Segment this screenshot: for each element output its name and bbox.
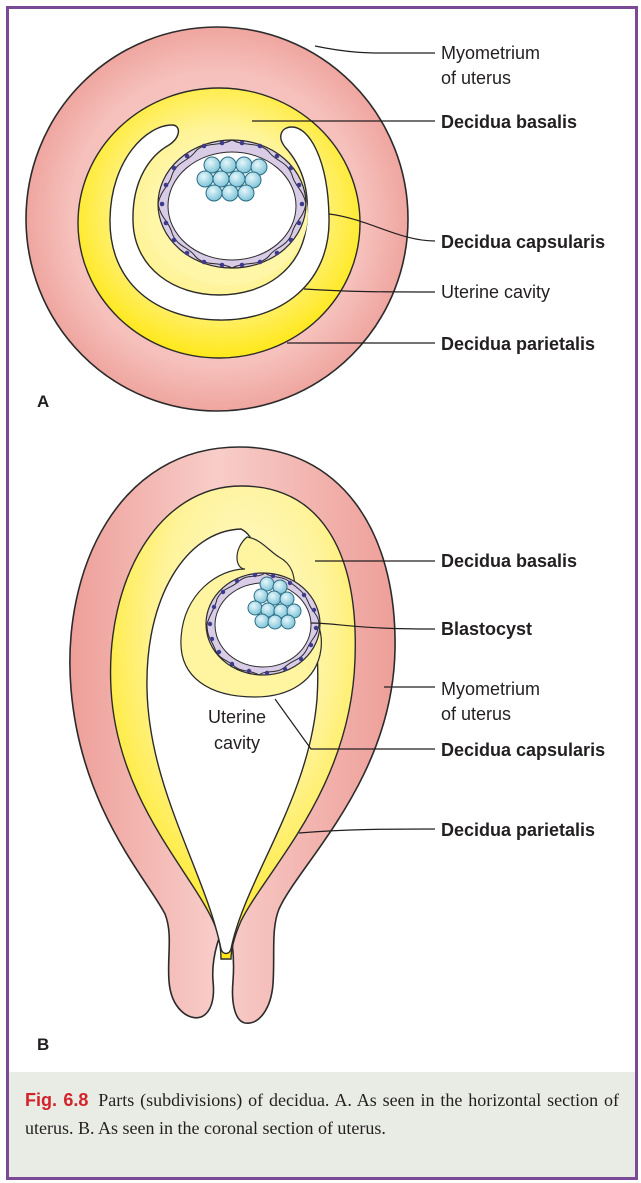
panel-letter-a: A [37,392,49,411]
figure-frame: Myometrium of uterus Decidua basalis Dec… [6,6,638,1180]
figure-caption: Fig. 6.8 Parts (subdivisions) of decidua… [9,1072,635,1177]
panel-letter-b: B [37,1035,49,1054]
label-myometrium-b-line2: of uterus [441,704,511,724]
caption-text: Parts (subdivisions) of decidua. A. As s… [25,1090,619,1138]
label-uterine-cavity-a: Uterine cavity [441,282,550,302]
label-uterine-cavity-b-line1: Uterine [208,707,266,727]
label-blastocyst-b: Blastocyst [441,619,532,639]
label-decidua-capsularis-b: Decidua capsularis [441,740,605,760]
figure-number: Fig. 6.8 [25,1090,88,1110]
label-decidua-basalis-a: Decidua basalis [441,112,577,132]
label-decidua-parietalis-a: Decidua parietalis [441,334,595,354]
label-decidua-parietalis-b: Decidua parietalis [441,820,595,840]
label-decidua-capsularis-a: Decidua capsularis [441,232,605,252]
decidua-diagram: Myometrium of uterus Decidua basalis Dec… [9,9,635,1069]
label-myometrium-b-line1: Myometrium [441,679,540,699]
label-myometrium-a-line1: Myometrium [441,43,540,63]
label-myometrium-a-line2: of uterus [441,68,511,88]
label-decidua-basalis-b: Decidua basalis [441,551,577,571]
label-uterine-cavity-b-line2: cavity [214,733,260,753]
